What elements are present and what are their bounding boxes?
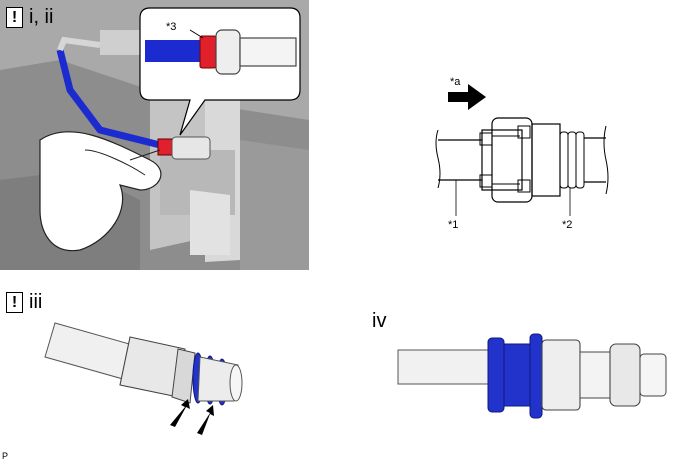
- step-label-iv: iv: [372, 310, 386, 333]
- label-2: *2: [562, 219, 573, 231]
- schematic-drawing: [435, 84, 609, 216]
- schematic-panel: *a *1 *2: [420, 70, 620, 240]
- connector-illustration: [397, 333, 667, 419]
- panel-iii: ! iii: [0, 285, 300, 445]
- direction-arrow-icon: [448, 84, 486, 110]
- step-label-iii: ! iii: [6, 291, 42, 314]
- arrow-icon: [197, 405, 214, 435]
- photo-illustration: [0, 0, 309, 270]
- panel-iv: iv: [370, 310, 670, 430]
- step-label-i-ii: ! i, ii: [6, 6, 53, 29]
- callout-3: *3: [166, 21, 177, 33]
- label-1: *1: [448, 219, 459, 231]
- step-label-text: iii: [29, 291, 43, 313]
- step-label-text: iv: [372, 310, 387, 332]
- label-a: *a: [450, 76, 461, 88]
- warning-icon: !: [6, 7, 23, 28]
- corner-code: P: [2, 451, 9, 461]
- warning-icon: !: [6, 292, 23, 313]
- oring-illustration: [44, 322, 243, 435]
- photo-panel: ! i, ii *3: [0, 0, 309, 270]
- step-label-text: i, ii: [29, 6, 54, 28]
- arrow-icon: [170, 399, 190, 427]
